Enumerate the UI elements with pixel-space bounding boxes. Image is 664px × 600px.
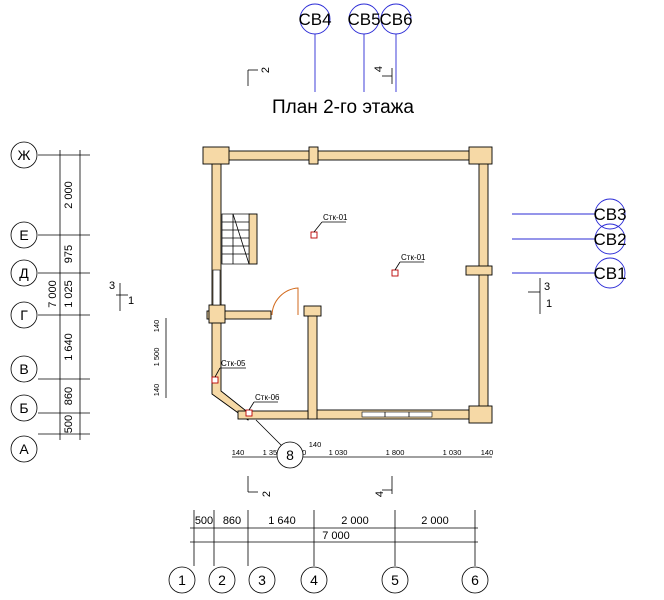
axis-zh-bubble [10, 141, 38, 169]
section-bottom-left: 2 [261, 491, 273, 497]
dim-left-2000: 2 000 [63, 181, 75, 209]
section-right-1: 1 [546, 298, 552, 310]
sv1-label: СВ1 [593, 264, 626, 283]
axis-3-label: 3 [258, 572, 266, 588]
axis-1-label: 1 [178, 572, 186, 588]
tag-stk05: Стк-05 [221, 359, 246, 368]
sv1-bubble [594, 257, 626, 289]
section-left-1: 1 [128, 295, 134, 307]
sv3-bubble [594, 198, 626, 230]
axis-a-label: А [19, 441, 29, 457]
dim-left-975: 975 [63, 245, 75, 263]
dim-bottom-total: 7 000 [322, 530, 350, 542]
axis-5-label: 5 [391, 572, 399, 588]
plan-title: План 2-го этажа [272, 97, 414, 118]
axis-5-bubble [381, 566, 409, 594]
dim-left-total: 7 000 [47, 280, 59, 308]
tag-stk06: Стк-06 [255, 393, 280, 402]
axis-a-bubble [10, 435, 38, 463]
dim-inner-1350: 1 350 [263, 448, 282, 457]
dim-bottom-500: 500 [195, 515, 213, 527]
dim-bottom-1640: 1 640 [268, 515, 296, 527]
dim-inner-140a: 140 [232, 448, 245, 457]
axis-v-bubble [10, 355, 38, 383]
dim-inner-left-140b: 140 [152, 384, 161, 397]
letter-axes: Ж Е Д Г В Б А 2 000 975 1 025 1 640 860 … [10, 141, 90, 463]
section-top-right: 4 [373, 66, 385, 72]
section-top-left: 2 [260, 67, 272, 73]
sv2-bubble [594, 223, 626, 255]
number-axes: 1 2 3 4 5 6 500 860 1 640 2 000 2 000 7 … [168, 510, 489, 594]
column-tags: Стк-01 Стк-01 Стк-05 Стк-06 [211, 213, 426, 417]
axis-g-label: Г [20, 307, 28, 323]
sv2-label: СВ2 [593, 230, 626, 249]
axis-8-label: 8 [286, 447, 294, 463]
axis-2-bubble [208, 566, 236, 594]
axis-zh-label: Ж [18, 147, 31, 163]
dim-left-1640: 1 640 [63, 333, 75, 361]
dim-bottom-2000b: 2 000 [421, 515, 449, 527]
tag-stk01-b: Стк-01 [401, 253, 426, 262]
sv4-label: СВ4 [298, 10, 331, 29]
dim-inner-140b: 140 [309, 440, 322, 449]
dim-inner-1800: 1 800 [386, 448, 405, 457]
tag-stk01-a: Стк-01 [323, 213, 348, 222]
dim-left-500: 500 [63, 415, 75, 433]
axis-3-bubble [248, 566, 276, 594]
axis-e-bubble [10, 221, 38, 249]
axis-b-label: Б [19, 400, 28, 416]
sv-top-markers: СВ4 СВ5 СВ6 [298, 3, 413, 92]
section-bottom-right: 4 [374, 491, 386, 497]
axis-b-bubble [10, 394, 38, 422]
axis-2-label: 2 [218, 572, 226, 588]
dim-left-1025: 1 025 [63, 280, 75, 308]
dim-inner-left-1500: 1 500 [152, 348, 161, 367]
section-right-3: 3 [544, 281, 550, 293]
axis-6-label: 6 [471, 572, 479, 588]
axis-d-label: Д [19, 265, 29, 281]
axis-4-label: 4 [310, 572, 318, 588]
dim-bottom-2000a: 2 000 [341, 515, 369, 527]
sv6-label: СВ6 [379, 10, 412, 29]
axis-4-bubble [300, 566, 328, 594]
axis-1-bubble [168, 566, 196, 594]
axis-g-bubble [10, 301, 38, 329]
dim-bottom-860: 860 [223, 515, 241, 527]
inner-dimensions: 140 1 350 150 140 1 030 1 800 1 030 140 … [152, 318, 494, 469]
axis-d-bubble [10, 259, 38, 287]
axis-e-label: Е [19, 227, 28, 243]
axis-v-label: В [19, 361, 28, 377]
dim-inner-left-140a: 140 [152, 320, 161, 333]
section-left-3: 3 [109, 280, 115, 292]
sv5-label: СВ5 [347, 10, 380, 29]
section-marks: 2 4 2 4 3 1 3 1 [109, 66, 552, 497]
dim-inner-1030b: 1 030 [443, 448, 462, 457]
axis-8-bubble [276, 441, 304, 469]
dim-left-860: 860 [63, 387, 75, 405]
axis-6-bubble [461, 566, 489, 594]
sv-right-markers: СВ3 СВ2 СВ1 [512, 198, 627, 289]
fixtures [212, 213, 433, 418]
dim-inner-1030a: 1 030 [329, 448, 348, 457]
walls [202, 146, 493, 424]
sv3-label: СВ3 [593, 205, 626, 224]
dim-inner-140c: 140 [481, 448, 494, 457]
